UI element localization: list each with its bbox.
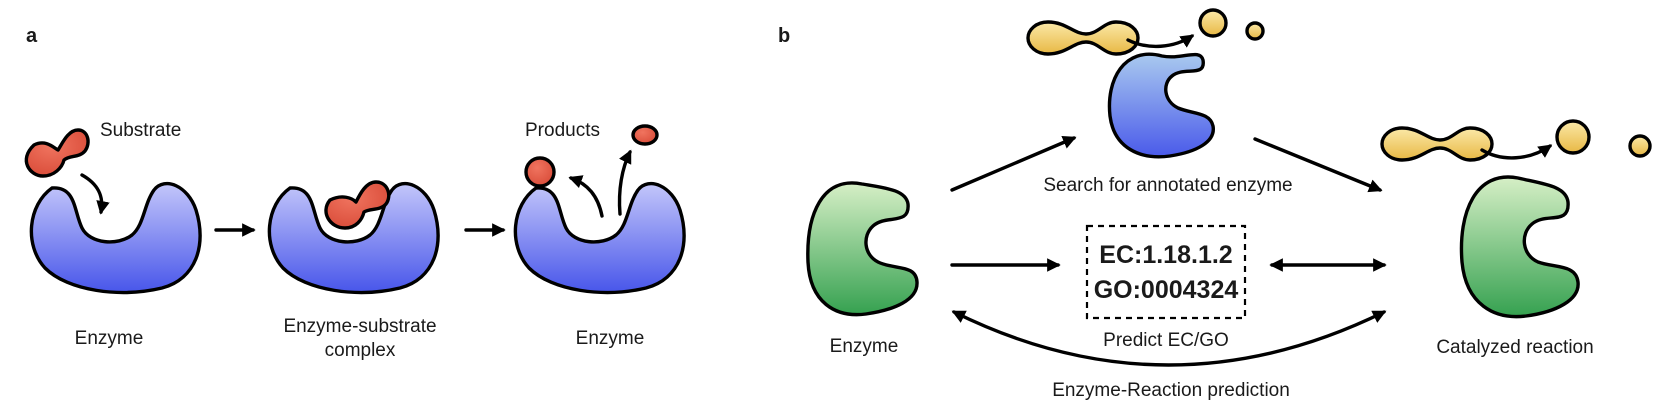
query-enzyme-shape	[806, 181, 919, 317]
catalyzed-product-large	[1555, 119, 1591, 155]
enzyme-substrate-complex-shape	[267, 181, 440, 295]
enzyme-left-shape	[29, 181, 202, 295]
go-code: GO:0004324	[1094, 276, 1239, 304]
products-label: Products	[525, 120, 600, 141]
annotated-product-large	[1198, 8, 1228, 38]
substrate-label: Substrate	[100, 120, 181, 141]
product-molecule-small	[631, 124, 659, 146]
catalyzed-reaction-arrow	[1480, 144, 1553, 160]
catalyzed-product-small	[1628, 134, 1652, 158]
substrate-molecule	[24, 128, 90, 178]
catalyzed-label: Catalyzed reaction	[1436, 337, 1593, 358]
product-molecule-large	[524, 156, 556, 188]
panel-b-letter: b	[778, 25, 790, 47]
annotated-reaction-arrow	[1126, 34, 1195, 49]
panel-a-letter: a	[26, 25, 38, 47]
substrate-binding-arrow	[80, 173, 110, 215]
bound-substrate-molecule	[324, 180, 391, 230]
annotated-substrate-molecule	[1026, 20, 1140, 56]
enzyme-label: Enzyme	[830, 336, 899, 357]
complex-label-line2: complex	[325, 340, 396, 361]
catalyzed-enzyme-shape	[1459, 175, 1580, 319]
search-arrow-down	[1253, 137, 1383, 193]
predict-label: Predict EC/GO	[1103, 330, 1229, 351]
catalyzed-substrate-molecule	[1380, 126, 1494, 162]
search-arrow-up	[950, 136, 1077, 192]
annotated-enzyme-shape	[1107, 52, 1215, 159]
product-release-arrow-right	[617, 149, 632, 216]
complex-label-line1: Enzyme-substrate	[283, 316, 436, 337]
enzyme-label-right: Enzyme	[576, 328, 645, 349]
reaction-prediction-label: Enzyme-Reaction prediction	[1052, 380, 1290, 401]
product-release-arrow-left	[568, 175, 604, 218]
ec-code: EC:1.18.1.2	[1099, 241, 1232, 269]
search-label: Search for annotated enzyme	[1043, 175, 1292, 196]
enzyme-right-shape	[513, 181, 686, 295]
enzyme-reaction-double-arrow	[951, 310, 1387, 367]
annotated-product-small	[1245, 21, 1265, 41]
ec-go-box	[1085, 224, 1247, 320]
enzyme-label-left: Enzyme	[75, 328, 144, 349]
